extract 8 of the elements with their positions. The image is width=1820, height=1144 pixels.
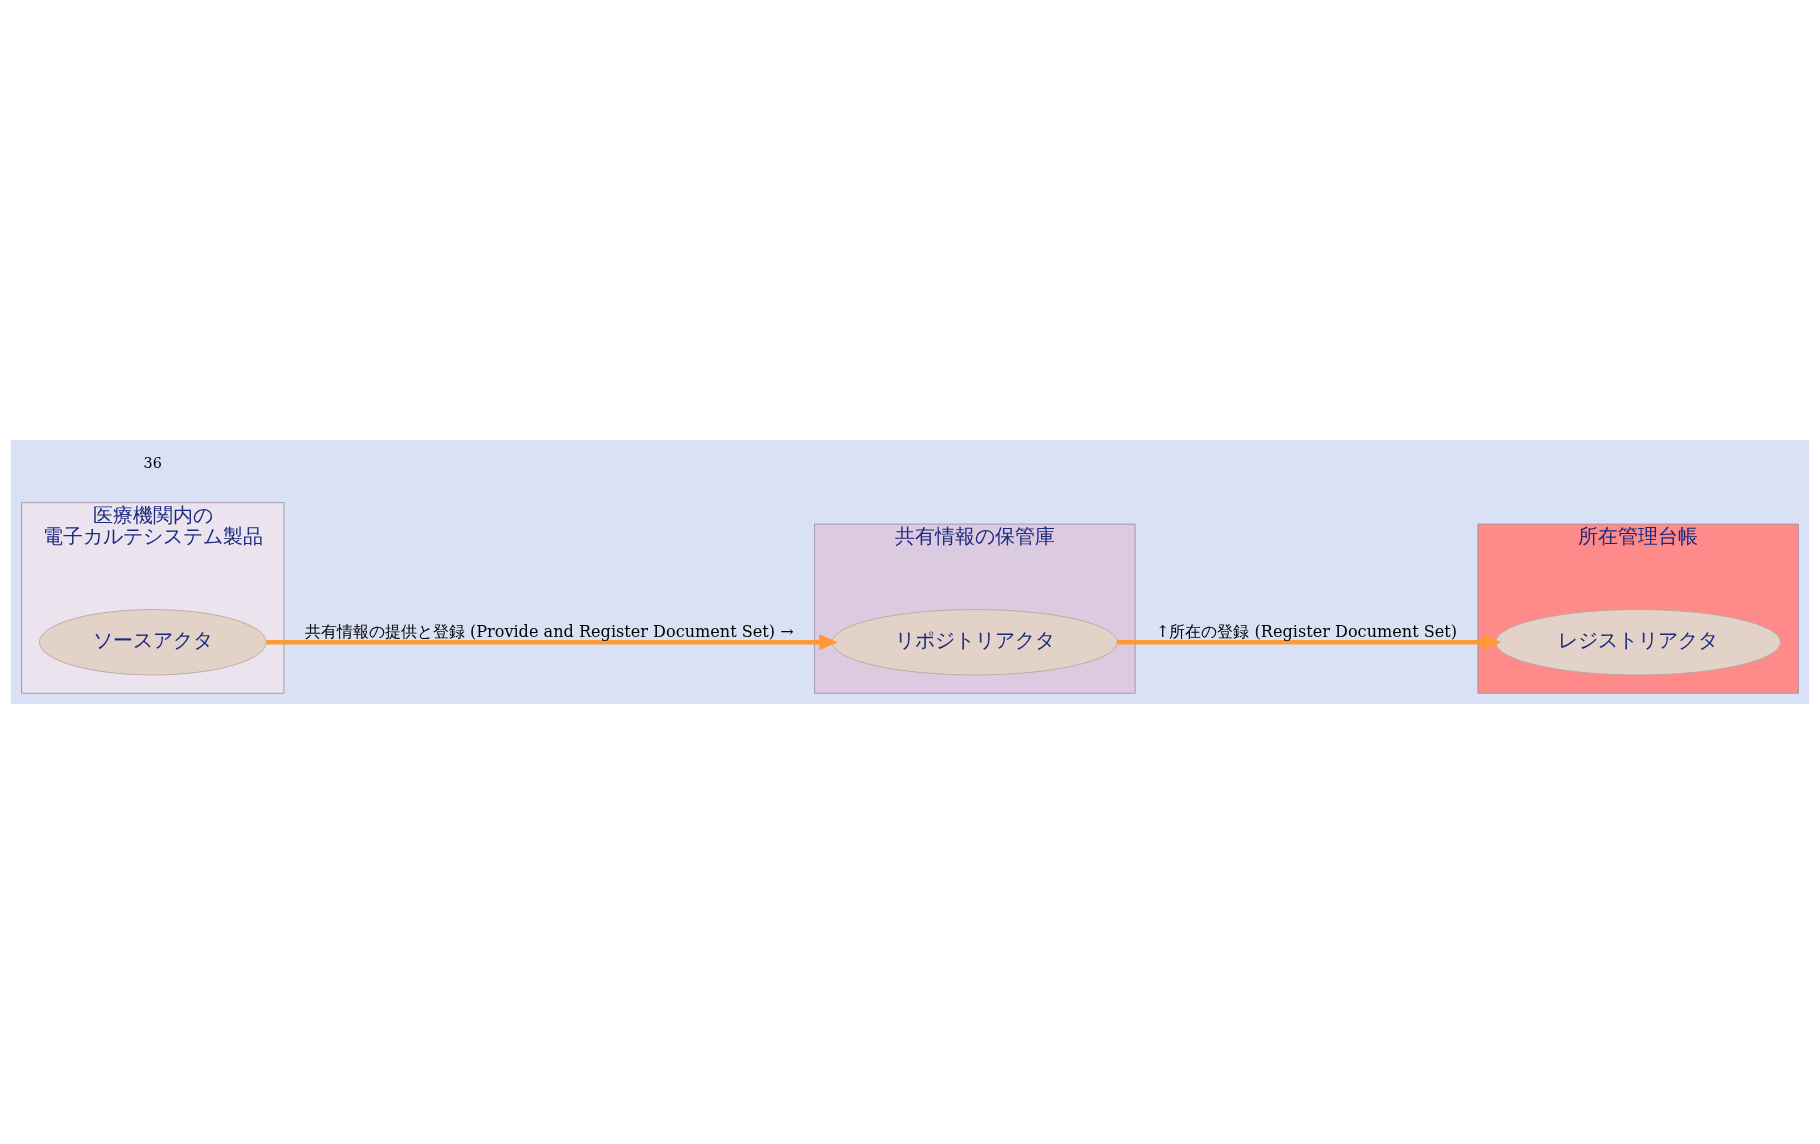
node-ellipse: リポジトリアクタ	[831, 609, 1118, 676]
edge-label: 共有情報の提供と登録 (Provide and Register Document Set) →	[304, 622, 794, 642]
label: 36	[143, 454, 162, 471]
edge-label: ↑所在の登録 (Register Document Set)	[1155, 622, 1458, 642]
arrow	[1117, 634, 1502, 651]
node-ellipse: レジストリアクタ	[1495, 609, 1782, 676]
node-ellipse: ソースアクタ	[38, 609, 267, 676]
arrow	[266, 634, 838, 651]
